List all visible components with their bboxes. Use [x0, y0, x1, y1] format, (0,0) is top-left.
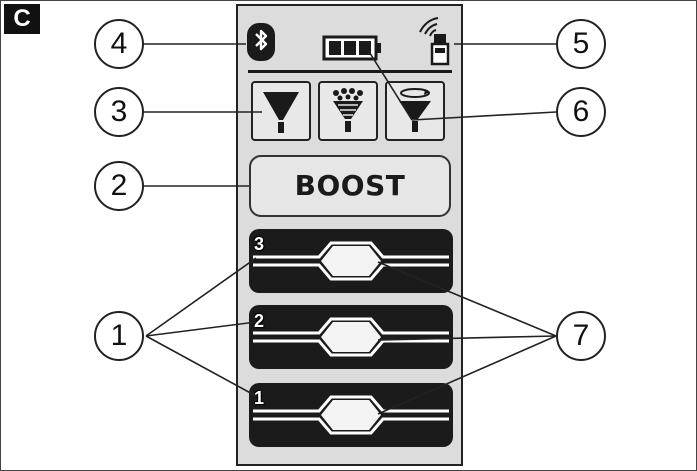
flashlight-icon: [419, 17, 450, 66]
level-slider-shape: [253, 395, 449, 435]
panel-divider: [248, 70, 452, 73]
level-button-3[interactable]: [249, 229, 453, 293]
callout-7: 7: [556, 311, 606, 361]
battery-icon: [322, 35, 381, 61]
callout-5: 5: [556, 19, 606, 69]
level-button-1[interactable]: [249, 383, 453, 447]
callout-3: 3: [94, 87, 144, 137]
flood-beam-icon: [333, 88, 363, 132]
boost-button[interactable]: BOOST: [249, 155, 451, 217]
flood-beam-button[interactable]: [318, 81, 378, 141]
adjustable-beam-icon: [399, 88, 431, 132]
level-number-2: 2: [254, 311, 265, 331]
level-number-1: 1: [254, 388, 265, 408]
callout-6: 6: [556, 87, 606, 137]
spot-beam-button[interactable]: [251, 81, 311, 141]
adjustable-beam-button[interactable]: [385, 81, 445, 141]
level-number-3: 3: [254, 234, 265, 254]
callout-2: 2: [94, 161, 144, 211]
bluetooth-icon: [247, 23, 275, 61]
callout-1: 1: [94, 311, 144, 361]
callout-4: 4: [94, 19, 144, 69]
figure-letter: C: [4, 4, 40, 34]
level-slider-shape: [253, 317, 449, 357]
level-button-2[interactable]: [249, 305, 453, 369]
level-slider-shape: [253, 241, 449, 281]
spot-beam-icon: [263, 92, 299, 133]
